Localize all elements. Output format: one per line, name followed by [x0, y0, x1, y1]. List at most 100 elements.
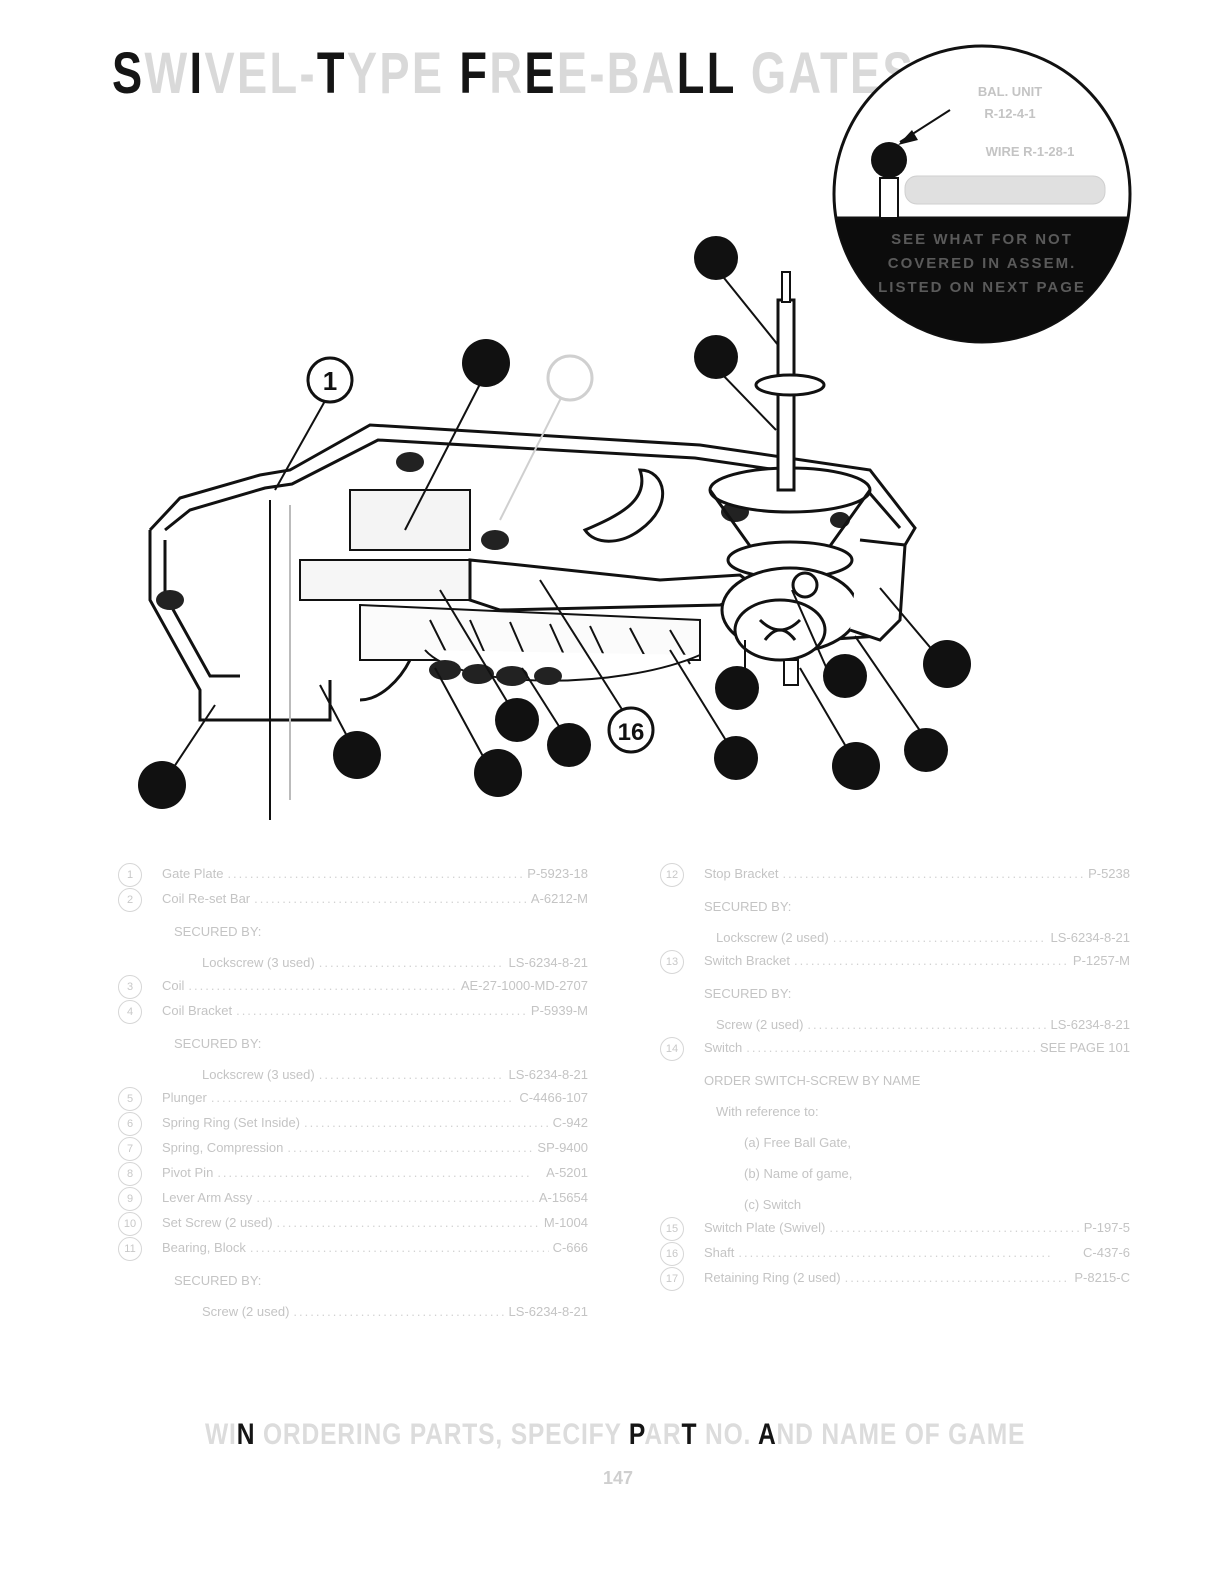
part-catalog-number: C-4466-107: [519, 1090, 588, 1105]
part-name: With reference to:: [716, 1104, 819, 1119]
part-row: With reference to:: [660, 1092, 1130, 1123]
footer-segment: ORDERING PARTS, SPECIFY: [255, 1418, 629, 1451]
part-catalog-number: A-6212-M: [530, 891, 588, 906]
title-segment: R: [489, 41, 525, 106]
part-number-badge: 11: [118, 1237, 142, 1261]
part-number-badge: 2: [118, 888, 142, 912]
part-name: (b) Name of game,: [744, 1166, 853, 1181]
leader-dots: ........................................…: [746, 1040, 1036, 1055]
part-name: Spring, Compression: [162, 1140, 284, 1155]
part-number-badge: [118, 1055, 142, 1079]
callout-9: [495, 698, 539, 742]
leader-dots: ........................................…: [256, 1190, 535, 1205]
part-catalog-number: M-1004: [543, 1215, 588, 1230]
part-name: Bearing, Block: [162, 1240, 246, 1255]
callout-13: [823, 654, 867, 698]
part-name: Switch: [704, 1040, 743, 1055]
part-number-badge: [118, 1292, 142, 1316]
part-catalog-number: C-437-6: [1083, 1245, 1130, 1260]
inset-label-number: R-12-4-1: [984, 106, 1035, 121]
part-number-badge: 12: [660, 863, 684, 887]
part-number-badge: 7: [118, 1137, 142, 1161]
part-name: Coil: [162, 978, 185, 993]
page-number: 147: [603, 1468, 634, 1488]
part-row: Screw (2 used)..........................…: [660, 1005, 1130, 1036]
leader-dots: ........................................…: [227, 866, 524, 881]
part-row: 3 Coil...................................…: [118, 974, 588, 999]
leader-dots: ........................................…: [318, 1067, 505, 1082]
part-number-badge: 3: [118, 975, 142, 999]
part-catalog-number: SEE PAGE 101: [1039, 1040, 1130, 1055]
part-name: Set Screw (2 used): [162, 1215, 273, 1230]
ordering-note: WIN ORDERING PARTS, SPECIFY PART NO. AND…: [205, 1418, 1025, 1452]
part-name: Shaft: [704, 1245, 735, 1260]
leader-dots: ........................................…: [293, 1304, 504, 1319]
part-row: (b) Name of game,: [660, 1154, 1130, 1185]
part-name: Spring Ring (Set Inside): [162, 1115, 301, 1130]
title-segment: W: [144, 41, 190, 106]
part-name: Screw (2 used): [202, 1304, 290, 1319]
part-catalog-number: P-5923-18: [527, 866, 588, 881]
leader-dots: ........................................…: [210, 1090, 516, 1105]
part-catalog-number: C-942: [552, 1115, 588, 1130]
leader-dots: ........................................…: [276, 1215, 540, 1230]
title-segment: I: [189, 41, 205, 106]
callout-16-label: 16: [618, 719, 645, 746]
part-catalog-number: LS-6234-8-21: [508, 955, 589, 970]
part-number-badge: [660, 1123, 684, 1147]
callout-bubbles: 1 16: [138, 236, 971, 809]
part-catalog-number: AE-27-1000-MD-2707: [460, 978, 588, 993]
part-name: Lever Arm Assy: [162, 1190, 253, 1205]
footer-segment: N: [236, 1418, 256, 1451]
callout-17: [923, 640, 971, 688]
leader-dots: ........................................…: [254, 891, 527, 906]
part-number-badge: [660, 1005, 684, 1029]
part-number-badge: [660, 1092, 684, 1116]
footer-segment: A: [757, 1418, 777, 1451]
footer-segment: P: [628, 1418, 645, 1451]
callout-14: [832, 742, 880, 790]
part-name: ORDER SWITCH-SCREW BY NAME: [704, 1073, 921, 1088]
part-catalog-number: LS-6234-8-21: [508, 1067, 589, 1082]
part-number-badge: 13: [660, 950, 684, 974]
part-catalog-number: P-197-5: [1083, 1220, 1130, 1235]
part-row: Lockscrew (2 used)......................…: [660, 918, 1130, 949]
callout-1-label: 1: [323, 366, 337, 396]
callout-15: [904, 728, 948, 772]
part-number-badge: 15: [660, 1217, 684, 1241]
part-name: Switch Bracket: [704, 953, 790, 968]
part-name: Lockscrew (3 used): [202, 1067, 315, 1082]
part-number-badge: [660, 887, 684, 911]
part-number-badge: [118, 1024, 142, 1048]
part-number-badge: [660, 1061, 684, 1085]
inset-detail: BAL. UNIT R-12-4-1 WIRE R-1-28-1 SEE WHA…: [832, 44, 1132, 344]
title-segment: E-BA: [556, 41, 677, 106]
part-catalog-number: A-15654: [538, 1190, 588, 1205]
part-row: Screw (2 used)..........................…: [118, 1292, 588, 1323]
part-number-badge: [660, 974, 684, 998]
gate-assembly-diagram: BAL. UNIT R-12-4-1 WIRE R-1-28-1 SEE WHA…: [138, 44, 1132, 820]
part-name: Screw (2 used): [716, 1017, 804, 1032]
leader-dots: ........................................…: [217, 1165, 532, 1180]
part-number-badge: 10: [118, 1212, 142, 1236]
leader-dots: ........................................…: [738, 1245, 1053, 1260]
part-row: Lockscrew (3 used)......................…: [118, 943, 588, 974]
part-number-badge: [660, 1185, 684, 1209]
leader-dots: ........................................…: [188, 978, 456, 993]
part-name: Lockscrew (2 used): [716, 930, 829, 945]
part-catalog-number: P-1257-M: [1072, 953, 1130, 968]
part-row: (a) Free Ball Gate,: [660, 1123, 1130, 1154]
part-row: ORDER SWITCH-SCREW BY NAME: [660, 1061, 1130, 1092]
callout-2: [462, 339, 510, 387]
title-segment: E: [524, 41, 557, 106]
